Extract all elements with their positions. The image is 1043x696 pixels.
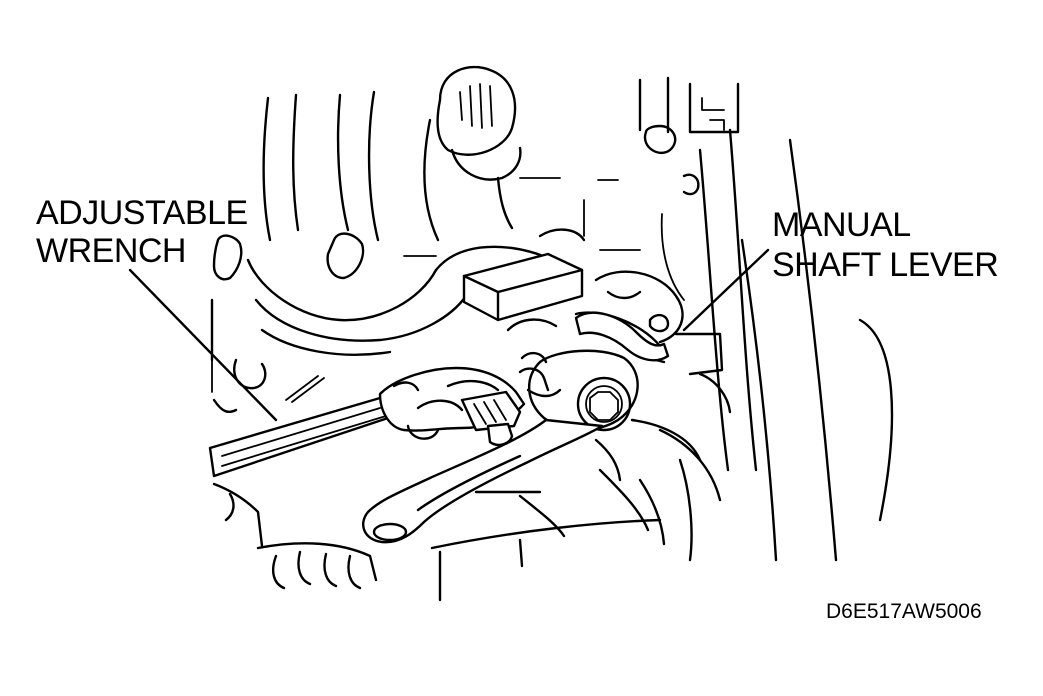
sensor-block [462, 252, 584, 322]
leader-lines [128, 248, 770, 422]
manual-shaft-lever-leader [682, 248, 770, 332]
adjustable-wrench-label-line2: WRENCH [36, 232, 186, 270]
manual-shaft-lever [362, 311, 670, 544]
adjustable-wrench-leader [128, 268, 278, 422]
manual-shaft-lever-label-line2: SHAFT LEVER [772, 246, 998, 284]
figure-code: D6E517AW5006 [826, 600, 982, 623]
adjustable-wrench-label-line1: ADJUSTABLE [36, 194, 248, 232]
manual-shaft-lever-label-line1: MANUAL [772, 206, 911, 244]
lower-transmission-pan [211, 351, 732, 602]
adjustable-wrench [208, 351, 562, 478]
transmission-housing-outline [210, 65, 894, 562]
